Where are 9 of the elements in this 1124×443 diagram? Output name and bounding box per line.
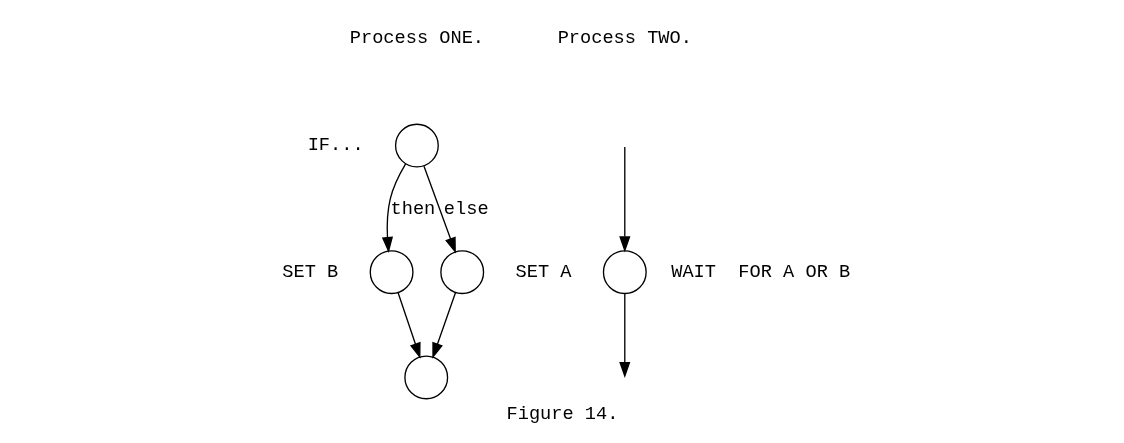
edge-label: else <box>443 197 489 220</box>
edge-label: then <box>390 197 435 220</box>
label: Process TWO. <box>557 26 692 49</box>
node-label: IF... <box>307 134 364 157</box>
label: Process ONE. <box>349 26 484 49</box>
node-label: SET A <box>515 261 571 284</box>
node-label: SET B <box>281 261 338 284</box>
caption: Figure 14. <box>506 402 618 425</box>
node-label: WAIT FOR A OR B <box>670 261 850 284</box>
